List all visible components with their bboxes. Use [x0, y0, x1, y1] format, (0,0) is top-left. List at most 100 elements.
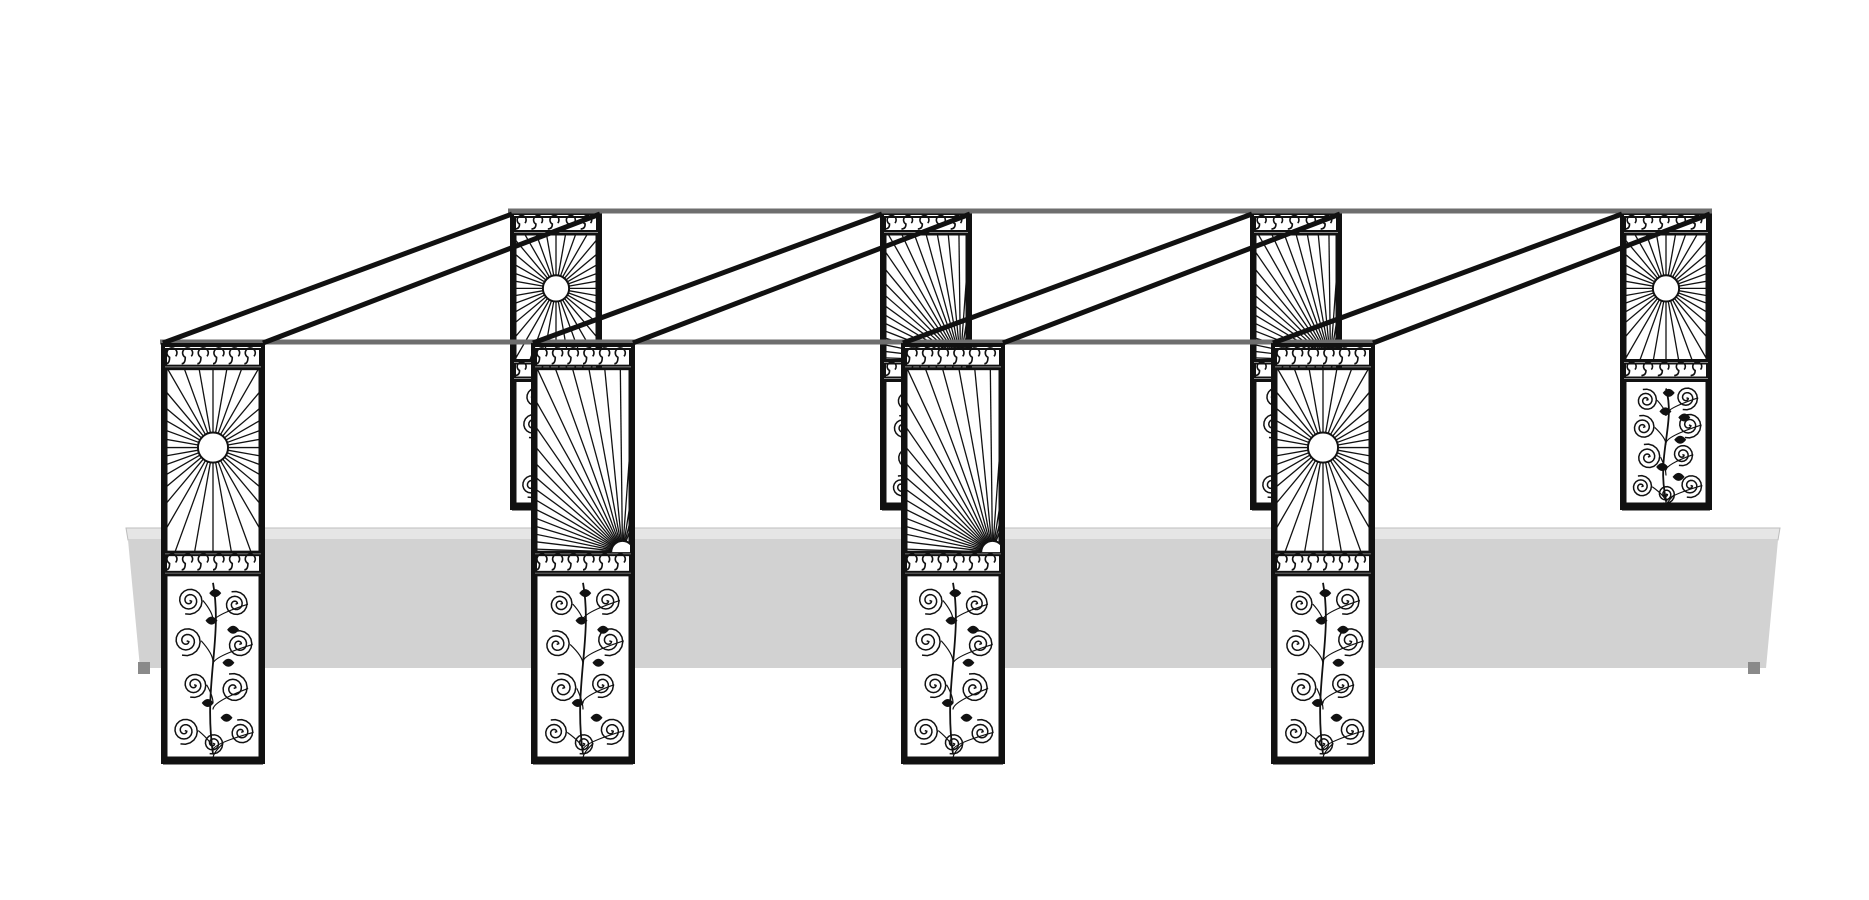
leaf-icon	[960, 713, 973, 722]
sun-ray	[183, 368, 209, 434]
sun-ray	[1308, 368, 1322, 433]
leaf-icon	[592, 658, 605, 667]
sun-ray	[571, 368, 621, 542]
rafter	[1272, 211, 1623, 346]
vine-tendril	[212, 742, 224, 759]
rafter	[902, 211, 1253, 346]
spiral-scroll	[231, 718, 254, 744]
spiral-scroll	[225, 590, 248, 616]
leaf-icon	[962, 658, 975, 667]
wave-scroll	[514, 214, 593, 230]
filigree-scrolls	[1285, 582, 1365, 759]
wave-scroll	[1275, 553, 1367, 571]
sun-ray	[174, 461, 209, 553]
sun-icon	[980, 539, 1000, 553]
sun-ray	[1257, 234, 1327, 353]
sun-rays	[906, 368, 1000, 553]
sun-ray	[536, 499, 614, 547]
spiral-scroll	[944, 734, 964, 755]
wave-scroll	[1624, 361, 1703, 377]
spiral-scroll	[228, 629, 253, 657]
sun-ray	[1255, 350, 1321, 360]
sun-ray	[885, 294, 954, 355]
vine-tendril	[940, 640, 954, 662]
sun-ray	[217, 461, 252, 553]
spiral-scroll	[1679, 413, 1702, 439]
spiral-scroll	[184, 673, 207, 699]
leaf-icon	[1311, 699, 1324, 708]
sun-ray	[974, 368, 993, 541]
spiral-scroll	[1673, 444, 1694, 467]
sun-icon	[1306, 431, 1340, 464]
vine-tendril	[212, 643, 253, 665]
sun-ray	[906, 488, 984, 547]
sun-ray	[960, 261, 967, 351]
sun-ray	[214, 368, 228, 433]
sun-ray	[1283, 234, 1328, 352]
sun-ray	[885, 267, 955, 354]
sun-icon	[1651, 274, 1681, 303]
leaf-icon	[575, 616, 588, 625]
sun-ray	[1327, 461, 1362, 553]
sun-ray	[536, 541, 612, 552]
sun-ray	[1295, 234, 1329, 352]
iron-pillar	[531, 343, 635, 765]
wave-scroll	[1624, 214, 1703, 230]
spiral-scroll	[1632, 474, 1653, 497]
vine-stem	[1662, 388, 1670, 501]
leaf-icon	[227, 625, 240, 634]
sun-ray	[885, 322, 952, 357]
spiral-scroll	[1290, 590, 1313, 616]
vine-tendril	[946, 684, 954, 703]
sun-icon	[541, 274, 571, 303]
spiral-scroll	[1314, 734, 1334, 755]
leaf-icon	[1330, 713, 1343, 722]
sun-ray	[885, 250, 956, 353]
vine-tendril	[1322, 729, 1365, 751]
sun-ray	[536, 548, 612, 553]
spiral-scroll	[918, 588, 943, 615]
sun-ray	[622, 440, 630, 541]
sun-ray	[989, 368, 993, 541]
sun-ray	[900, 234, 957, 352]
rafter	[262, 211, 601, 346]
vine-tendril	[1666, 493, 1676, 504]
vine-tendril	[582, 640, 624, 662]
sun-ray	[885, 350, 951, 360]
sun-ray	[1255, 250, 1326, 353]
vine-tendril	[1309, 644, 1324, 665]
filigree-scrolls	[545, 582, 625, 759]
spiral-scroll	[968, 629, 993, 657]
sun-ray	[515, 299, 551, 361]
sun-ray	[1317, 234, 1331, 351]
sun-ray	[992, 440, 1000, 541]
sun-ray	[1329, 460, 1370, 531]
leaf-icon	[967, 625, 980, 634]
vine-tendril	[952, 687, 989, 710]
leaf-icon	[1319, 589, 1332, 598]
wave-scroll	[535, 553, 627, 571]
sun-ray	[536, 368, 619, 543]
sun-ray	[885, 344, 951, 360]
sun-ray	[536, 508, 613, 548]
spiral-scroll	[550, 590, 573, 616]
sun-ray	[906, 462, 986, 545]
sun-ray	[217, 368, 243, 434]
sun-icon	[196, 431, 230, 464]
spiral-scroll	[598, 628, 624, 657]
sun-ray	[906, 499, 984, 547]
leaf-icon	[1337, 625, 1350, 634]
leaf-icon	[1656, 462, 1669, 471]
sun-ray	[536, 533, 612, 551]
rafter	[532, 211, 883, 346]
sun-ray	[1303, 462, 1322, 553]
leaf-icon	[571, 699, 584, 708]
spiral-scroll	[546, 629, 570, 657]
sun-ray	[885, 337, 952, 359]
spiral-scroll	[1338, 628, 1364, 657]
sun-ray	[1255, 357, 1321, 361]
leaf-icon	[1315, 616, 1328, 625]
sun-ray	[941, 368, 991, 542]
wave-scroll	[165, 347, 257, 365]
sun-ray	[536, 425, 617, 544]
